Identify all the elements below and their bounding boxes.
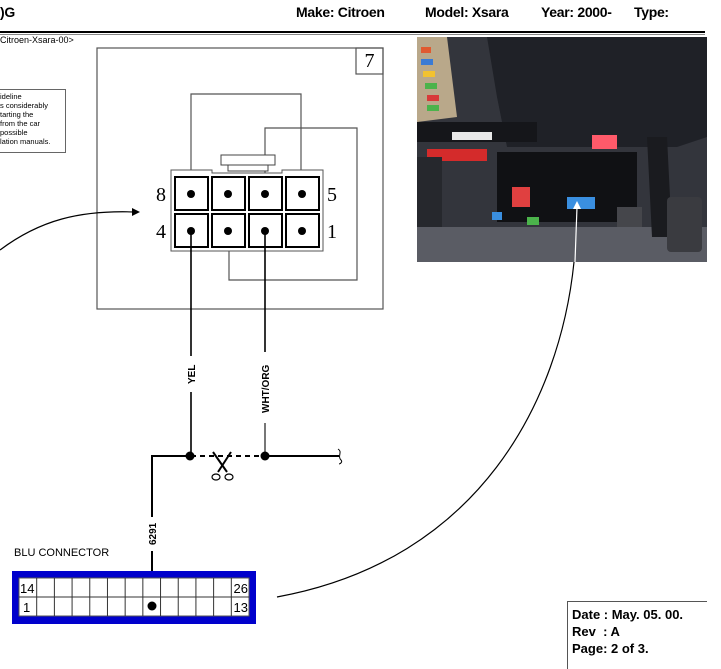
header-year: Year: 2000-	[541, 4, 612, 20]
pin-cavity	[174, 176, 209, 211]
pin-dot	[261, 190, 269, 198]
pin-label-4: 4	[156, 221, 166, 243]
note-line: lation manuals.	[0, 137, 51, 146]
note-line: possible	[0, 128, 28, 137]
header-type: Type:	[634, 4, 669, 20]
scissors-icon	[211, 451, 234, 481]
pin-dot	[298, 227, 306, 235]
pin-dot	[224, 190, 232, 198]
wht-org-wire-label: WHT/ORG	[261, 364, 272, 413]
blu-pin-14: 14	[20, 581, 34, 596]
photo-pointer-curve	[276, 261, 575, 598]
info-date: Date : May. 05. 00.	[572, 607, 684, 622]
connector-number-box	[355, 47, 384, 75]
header-make: Make: Citroen	[296, 4, 385, 20]
loop-wire-8-5	[190, 93, 302, 186]
pin-dot	[224, 227, 232, 235]
break-mark-icon	[337, 448, 343, 465]
pin-label-1: 1	[327, 221, 337, 243]
pin-dot	[187, 190, 195, 198]
vehicle-photo	[417, 37, 707, 262]
info-page: Page: 2 of 3.	[572, 641, 649, 656]
connector-7-frame	[96, 47, 384, 310]
pin-dot	[298, 190, 306, 198]
blu-connector-label: BLU CONNECTOR	[14, 547, 110, 559]
guideline-note: ideline s considerably tarting the from …	[0, 89, 66, 153]
arrow-head-icon	[132, 208, 140, 216]
note-line: tarting the	[0, 110, 34, 119]
pointer-curve	[0, 211, 136, 251]
header-rule	[0, 31, 705, 33]
info-box: Date : May. 05. 00. Rev : A Page: 2 of 3…	[567, 601, 707, 669]
yel-wire-label: YEL	[187, 365, 198, 384]
photo-illustration	[417, 37, 707, 262]
pin-label-8: 8	[156, 184, 166, 206]
photo-pointer-line	[574, 206, 578, 263]
note-line: from the car	[0, 119, 41, 128]
pin-cavity	[211, 213, 246, 248]
note-line: ideline	[0, 92, 22, 101]
header-title-fragment: )G	[0, 4, 15, 20]
connector-latch	[220, 154, 276, 166]
wire-6291	[151, 455, 190, 517]
wire-6291-label: 6291	[148, 522, 159, 545]
header-model: Model: Xsara	[425, 4, 509, 20]
blu-connector-grid	[19, 578, 249, 616]
blu-pin-26: 26	[234, 581, 248, 596]
connector-latch-base	[227, 164, 269, 172]
loop-wire-6-3	[228, 127, 358, 281]
blu-pin-dot	[147, 601, 157, 611]
connector-number: 7	[365, 50, 375, 72]
pin-label-5: 5	[327, 184, 337, 206]
connector-pins	[174, 176, 320, 248]
header-rule-thin	[0, 34, 705, 35]
info-rev: Rev : A	[572, 624, 620, 639]
blu-pin-13: 13	[234, 600, 248, 615]
note-line: s considerably	[0, 101, 48, 110]
photo-arrow-head-icon	[573, 201, 581, 209]
document-id: Citroen-Xsara-00>	[0, 35, 74, 45]
blu-pin-1: 1	[23, 600, 30, 615]
